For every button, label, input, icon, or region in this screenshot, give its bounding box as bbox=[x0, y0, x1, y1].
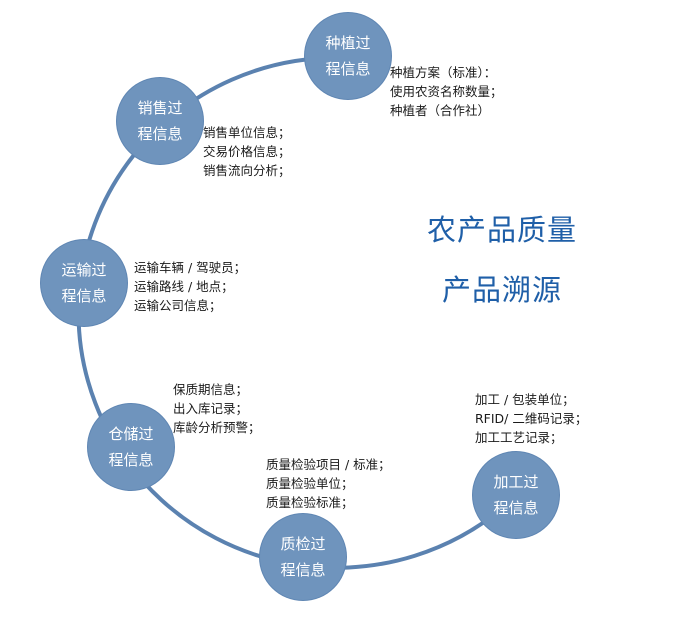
info-storage-item: 出入库记录； bbox=[173, 401, 249, 416]
title-line-1: 农产品质量 bbox=[426, 213, 577, 247]
info-planting-item: 使用农资名称数量； bbox=[390, 84, 503, 99]
node-processing-line1: 加工过 bbox=[493, 473, 539, 491]
node-storage-line1: 仓储过 bbox=[108, 425, 154, 443]
info-inspection-item: 质量检验单位； bbox=[266, 476, 354, 491]
info-storage: 保质期信息； 出入库记录； 库龄分析预警； bbox=[173, 380, 261, 437]
info-inspection-item: 质量检验标准； bbox=[266, 495, 354, 510]
node-processing-line2: 程信息 bbox=[493, 499, 539, 517]
footer-text bbox=[0, 619, 677, 631]
info-transport-item: 运输路线 / 地点； bbox=[134, 279, 234, 294]
info-sales-item: 销售流向分析； bbox=[203, 163, 291, 178]
diagram-title: 农产品质量 产品溯源 bbox=[392, 205, 612, 315]
node-transport-line1: 运输过 bbox=[61, 261, 107, 279]
node-processing: 加工过 程信息 bbox=[473, 452, 559, 538]
info-planting-item: 种植方案（标准）： bbox=[390, 65, 497, 80]
node-planting: 种植过 程信息 bbox=[305, 13, 391, 99]
node-transport-line2: 程信息 bbox=[61, 287, 107, 305]
info-processing: 加工 / 包装单位； RFID/ 二维码记录； 加工工艺记录； bbox=[475, 390, 587, 447]
node-planting-line1: 种植过 bbox=[325, 34, 371, 52]
info-transport-item: 运输公司信息； bbox=[134, 298, 222, 313]
info-sales-item: 交易价格信息； bbox=[203, 144, 291, 159]
info-inspection-item: 质量检验项目 / 标准； bbox=[266, 457, 391, 472]
info-storage-item: 库龄分析预警； bbox=[173, 420, 261, 435]
node-sales-line2: 程信息 bbox=[137, 125, 183, 143]
node-inspection-line2: 程信息 bbox=[280, 561, 326, 579]
info-transport-item: 运输车辆 / 驾驶员； bbox=[134, 260, 247, 275]
info-processing-item: 加工工艺记录； bbox=[475, 430, 563, 445]
node-storage: 仓储过 程信息 bbox=[88, 404, 174, 490]
info-sales-item: 销售单位信息； bbox=[203, 125, 291, 140]
info-processing-item: 加工 / 包装单位； bbox=[475, 392, 575, 407]
info-inspection: 质量检验项目 / 标准； 质量检验单位； 质量检验标准； bbox=[266, 455, 391, 512]
node-sales-line1: 销售过 bbox=[137, 99, 183, 117]
node-planting-line2: 程信息 bbox=[325, 60, 371, 78]
node-inspection: 质检过 程信息 bbox=[260, 514, 346, 600]
node-inspection-line1: 质检过 bbox=[280, 535, 326, 553]
info-processing-item: RFID/ 二维码记录； bbox=[475, 411, 588, 426]
info-storage-item: 保质期信息； bbox=[173, 382, 249, 397]
node-transport: 运输过 程信息 bbox=[41, 240, 127, 326]
info-transport: 运输车辆 / 驾驶员； 运输路线 / 地点； 运输公司信息； bbox=[134, 258, 246, 315]
node-storage-line2: 程信息 bbox=[108, 451, 154, 469]
node-sales: 销售过 程信息 bbox=[117, 78, 203, 164]
title-line-2: 产品溯源 bbox=[441, 273, 562, 307]
info-planting: 种植方案（标准）： 使用农资名称数量； 种植者（合作社） bbox=[390, 63, 503, 120]
info-planting-item: 种植者（合作社） bbox=[390, 103, 491, 118]
info-sales: 销售单位信息； 交易价格信息； 销售流向分析； bbox=[203, 123, 291, 180]
